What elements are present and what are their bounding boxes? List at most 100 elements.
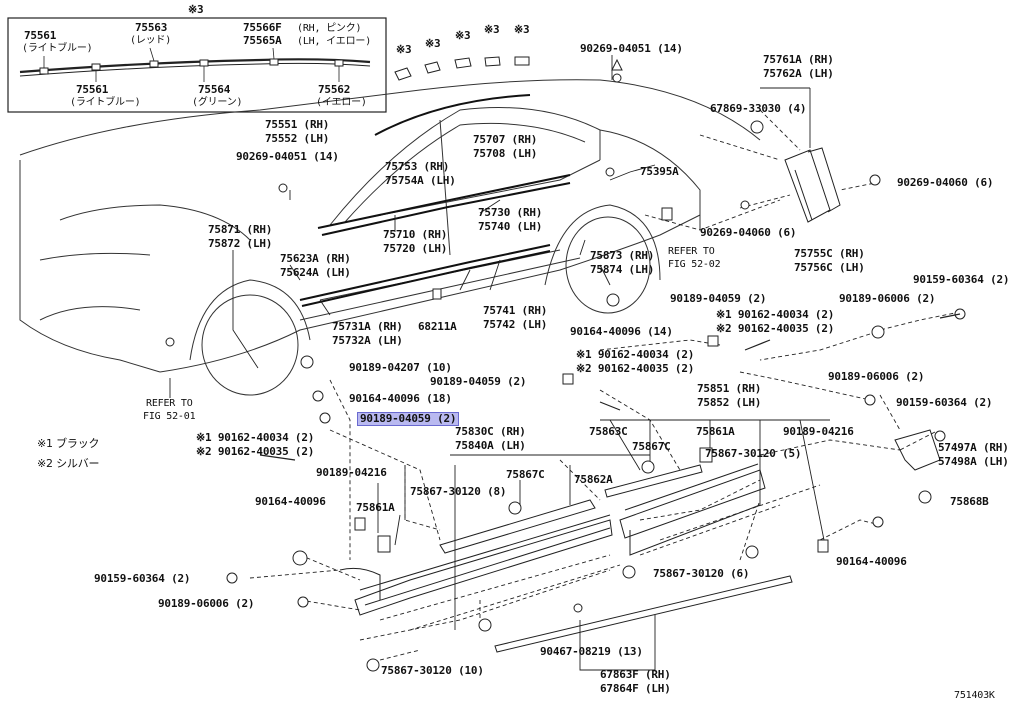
part-75708[interactable]: 75708 (LH) [473,147,538,160]
part-75754a[interactable]: 75754A (LH) [385,174,456,187]
part-90164-40096-r[interactable]: 90164-40096 [836,555,907,568]
part-57498a[interactable]: 57498A (LH) [938,455,1009,468]
mark-3: ※3 [455,29,471,42]
part-67864f[interactable]: 67864F (LH) [600,682,671,695]
part-75565a-note: (LH, イエロー) [297,36,372,47]
part-90269-04060-l[interactable]: 90269-04060 (6) [700,226,797,239]
part-75871[interactable]: 75871 (RH) [208,223,273,236]
part-75623a[interactable]: 75623A (RH) [280,252,351,265]
part-75742[interactable]: 75742 (LH) [483,318,548,331]
part-75872[interactable]: 75872 (LH) [208,237,273,250]
part-75867-30120-8[interactable]: 75867-30120 (8) [410,485,507,498]
mark-4: ※3 [484,23,500,36]
part-75867-30120-10[interactable]: 75867-30120 (10) [381,664,484,677]
part-75561-b[interactable]: 75561 [76,83,109,96]
part-90189-04059-highlighted[interactable]: 90189-04059 (2) [357,412,460,426]
part-75873[interactable]: 75873 (RH) [590,249,655,262]
part-90162-40034-m[interactable]: ※1 90162-40034 (2) [576,348,695,361]
part-75561-a[interactable]: 75561 [24,29,57,42]
part-90162-40035-l[interactable]: ※2 90162-40035 (2) [196,445,315,458]
part-90189-06006-l[interactable]: 90189-06006 (2) [158,597,255,610]
mark-5: ※3 [514,23,530,36]
part-75564[interactable]: 75564 [198,83,231,96]
part-75562-color: (イエロー) [316,97,367,108]
part-75867c-r[interactable]: 75867C [632,440,671,453]
part-75561-a-color: (ライトブルー) [22,43,93,54]
part-75867c-m[interactable]: 75867C [506,468,545,481]
part-75851[interactable]: 75851 (RH) [697,382,762,395]
part-90189-06006-r[interactable]: 90189-06006 (2) [828,370,925,383]
part-90159-60364-tr[interactable]: 90159-60364 (2) [913,273,1010,286]
refer-fig-52-01-a[interactable]: REFER TO [146,398,193,409]
mark-2: ※3 [425,37,441,50]
part-75566f[interactable]: 75566F [243,21,282,34]
part-90189-04207[interactable]: 90189-04207 (10) [349,361,452,374]
part-75861a-l[interactable]: 75861A [356,501,395,514]
part-75566f-note: (RH, ピンク) [297,23,362,34]
refer-fig-52-02-a[interactable]: REFER TO [668,246,715,257]
legend-note-2: ※2 シルバー [37,457,100,470]
part-67869-33030[interactable]: 67869-33030 (4) [710,102,807,115]
part-75867-30120-5[interactable]: 75867-30120 (5) [705,447,802,460]
part-67863f[interactable]: 67863F (RH) [600,668,671,681]
part-75552[interactable]: 75552 (LH) [265,132,330,145]
part-75862a[interactable]: 75862A [574,473,613,486]
rocker-right [604,463,766,556]
part-90269-04060-r[interactable]: 90269-04060 (6) [897,176,994,189]
part-90164-40096-14[interactable]: 90164-40096 (14) [570,325,673,338]
part-90162-40034-l[interactable]: ※1 90162-40034 (2) [196,431,315,444]
part-75551[interactable]: 75551 (RH) [265,118,330,131]
part-90162-40034-r[interactable]: ※1 90162-40034 (2) [716,308,835,321]
part-90269-04051-top[interactable]: 90269-04051 (14) [580,42,683,55]
part-75741[interactable]: 75741 (RH) [483,304,548,317]
part-75761a[interactable]: 75761A (RH) [763,53,834,66]
rocker-left [339,499,613,616]
part-68211a[interactable]: 68211A [418,320,457,333]
part-90189-06006-tr[interactable]: 90189-06006 (2) [839,292,936,305]
part-75756c[interactable]: 75756C (LH) [794,261,865,274]
part-75564-color: (グリーン) [192,97,243,108]
part-57497a[interactable]: 57497A (RH) [938,441,1009,454]
part-90189-04059-r[interactable]: 90189-04059 (2) [670,292,767,305]
part-90164-40096-18[interactable]: 90164-40096 (18) [349,392,452,405]
part-75732a[interactable]: 75732A (LH) [332,334,403,347]
part-75730[interactable]: 75730 (RH) [478,206,543,219]
part-75874[interactable]: 75874 (LH) [590,263,655,276]
refer-fig-52-02-b[interactable]: FIG 52-02 [668,259,721,270]
part-75395a[interactable]: 75395A [640,165,679,178]
part-75753[interactable]: 75753 (RH) [385,160,450,173]
pillar-garnish [784,147,841,223]
part-75863c[interactable]: 75863C [589,425,628,438]
part-75563[interactable]: 75563 [135,21,168,34]
part-75624a[interactable]: 75624A (LH) [280,266,351,279]
part-75867-30120-6[interactable]: 75867-30120 (6) [653,567,750,580]
part-75740[interactable]: 75740 (LH) [478,220,543,233]
part-90162-40035-m[interactable]: ※2 90162-40035 (2) [576,362,695,375]
part-75762a[interactable]: 75762A (LH) [763,67,834,80]
part-90189-04216-l[interactable]: 90189-04216 [316,466,387,479]
part-75562[interactable]: 75562 [318,83,351,96]
part-75707[interactable]: 75707 (RH) [473,133,538,146]
part-75710[interactable]: 75710 (RH) [383,228,448,241]
part-90467-08219[interactable]: 90467-08219 (13) [540,645,643,658]
part-90269-04051-left[interactable]: 90269-04051 (14) [236,150,339,163]
part-75755c[interactable]: 75755C (RH) [794,247,865,260]
legend-note-1: ※1 ブラック [37,437,100,450]
part-90162-40035-r[interactable]: ※2 90162-40035 (2) [716,322,835,335]
part-90189-04216-r[interactable]: 90189-04216 [783,425,854,438]
part-75720[interactable]: 75720 (LH) [383,242,448,255]
part-90159-60364-r[interactable]: 90159-60364 (2) [896,396,993,409]
part-75830c[interactable]: 75830C (RH) [455,425,526,438]
refer-fig-52-01-b[interactable]: FIG 52-01 [143,411,196,422]
part-90164-40096-l[interactable]: 90164-40096 [255,495,326,508]
part-90159-60364-l[interactable]: 90159-60364 (2) [94,572,191,585]
part-75861a-r[interactable]: 75861A [696,425,735,438]
part-75852[interactable]: 75852 (LH) [697,396,762,409]
part-75731a[interactable]: 75731A (RH) [332,320,403,333]
part-90189-04059-m[interactable]: 90189-04059 (2) [430,375,527,388]
part-75840a[interactable]: 75840A (LH) [455,439,526,452]
part-75563-color: (レッド) [130,35,172,46]
part-75868b[interactable]: 75868B [950,495,989,508]
part-75565a[interactable]: 75565A [243,34,282,47]
